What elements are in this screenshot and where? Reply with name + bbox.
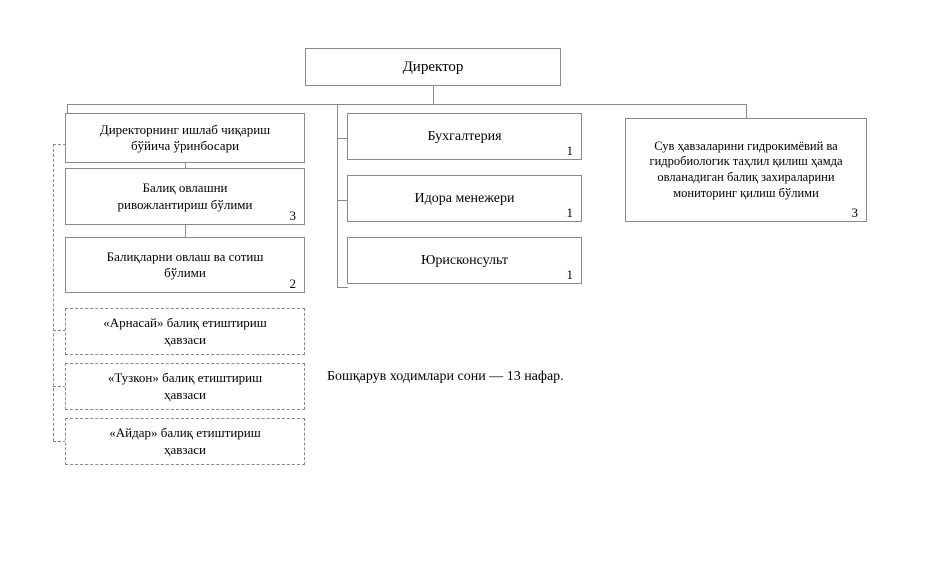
box-office-manager: Идора менежери 1 bbox=[347, 175, 582, 222]
box-deputy-director-line2: бўйича ўринбосари bbox=[130, 138, 240, 153]
connector-left-box2-to-box3 bbox=[185, 225, 186, 237]
box-fishing-development-dept-count: 3 bbox=[289, 208, 297, 223]
connector-director-stem bbox=[433, 86, 434, 105]
box-basin-tuzkon-line1: «Тузкон» балиқ етиштириш bbox=[107, 370, 263, 386]
box-fishing-sales-dept-line2: бўлими bbox=[164, 265, 206, 280]
box-basin-aydar: «Айдар» балиқ етиштириш ҳавзаси bbox=[65, 418, 305, 465]
box-basin-tuzkon-line2: ҳавзаси bbox=[163, 386, 207, 402]
box-basin-aydar-line1: «Айдар» балиқ етиштириш bbox=[109, 425, 261, 441]
box-monitoring-dept-line3: овланадиган балиқ захираларини bbox=[657, 170, 835, 184]
connector-middle-rail-to-accounting bbox=[337, 138, 348, 139]
connector-left-box1-to-box2 bbox=[185, 163, 186, 168]
box-basin-tuzkon: «Тузкон» балиқ етиштириш ҳавзаси bbox=[65, 363, 305, 410]
connector-basin-rail-to-basin-3 bbox=[53, 441, 66, 442]
box-basin-arnasay-line2: ҳавзаси bbox=[163, 331, 207, 347]
box-deputy-director: Директорнинг ишлаб чиқариш бўйича ўринбо… bbox=[65, 113, 305, 163]
connector-bus-to-left-column bbox=[67, 104, 68, 114]
connector-basin-rail bbox=[53, 144, 54, 441]
box-fishing-sales-dept-count: 2 bbox=[289, 276, 297, 291]
box-accounting-count: 1 bbox=[566, 143, 574, 158]
box-director: Директор bbox=[305, 48, 561, 86]
staff-count-caption: Бошқарув ходимлари сони — 13 нафар. bbox=[327, 369, 564, 384]
box-basin-arnasay-line1: «Арнасай» балиқ етиштириш bbox=[103, 315, 267, 331]
connector-bus-to-middle-rail bbox=[337, 104, 338, 287]
box-fishing-sales-dept-line1: Балиқларни овлаш ва сотиш bbox=[106, 248, 264, 264]
box-monitoring-dept-line1: Сув ҳавзаларини гидрокимёвий ва bbox=[654, 138, 838, 153]
box-fishing-development-dept-line2: ривожлантириш бўлими bbox=[117, 196, 253, 212]
connector-bus-to-right-box bbox=[746, 104, 747, 118]
box-office-manager-count: 1 bbox=[566, 205, 574, 220]
box-accounting: Бухгалтерия 1 bbox=[347, 113, 582, 160]
box-legal-counsel-label: Юрисконсульт bbox=[420, 252, 509, 268]
box-monitoring-dept-line4: мониторинг қилиш бўлими bbox=[673, 185, 819, 200]
box-office-manager-label: Идора менежери bbox=[414, 190, 515, 206]
connector-main-bus bbox=[67, 104, 746, 105]
box-basin-aydar-line2: ҳавзаси bbox=[163, 441, 207, 457]
box-deputy-director-line1: Директорнинг ишлаб чиқариш bbox=[99, 121, 271, 137]
connector-middle-rail-to-office-manager bbox=[337, 200, 348, 201]
box-monitoring-dept-line2: гидробиологик таҳлил қилиш ҳамда bbox=[649, 154, 843, 169]
box-basin-arnasay: «Арнасай» балиқ етиштириш ҳавзаси bbox=[65, 308, 305, 355]
box-fishing-development-dept-line1: Балиқ овлашни bbox=[142, 180, 228, 196]
box-accounting-label: Бухгалтерия bbox=[427, 128, 502, 144]
box-director-label: Директор bbox=[402, 58, 464, 75]
connector-basin-rail-to-deputy bbox=[53, 144, 66, 145]
box-monitoring-dept-count: 3 bbox=[851, 205, 859, 220]
box-legal-counsel-count: 1 bbox=[566, 267, 574, 282]
box-fishing-development-dept: Балиқ овлашни ривожлантириш бўлими 3 bbox=[65, 168, 305, 225]
box-legal-counsel: Юрисконсульт 1 bbox=[347, 237, 582, 284]
box-monitoring-dept: Сув ҳавзаларини гидрокимёвий ва гидробио… bbox=[625, 118, 867, 222]
connector-middle-rail-to-legal-counsel bbox=[337, 287, 348, 288]
connector-basin-rail-to-basin-2 bbox=[53, 386, 66, 387]
box-fishing-sales-dept: Балиқларни овлаш ва сотиш бўлими 2 bbox=[65, 237, 305, 293]
connector-basin-rail-to-basin-1 bbox=[53, 330, 66, 331]
